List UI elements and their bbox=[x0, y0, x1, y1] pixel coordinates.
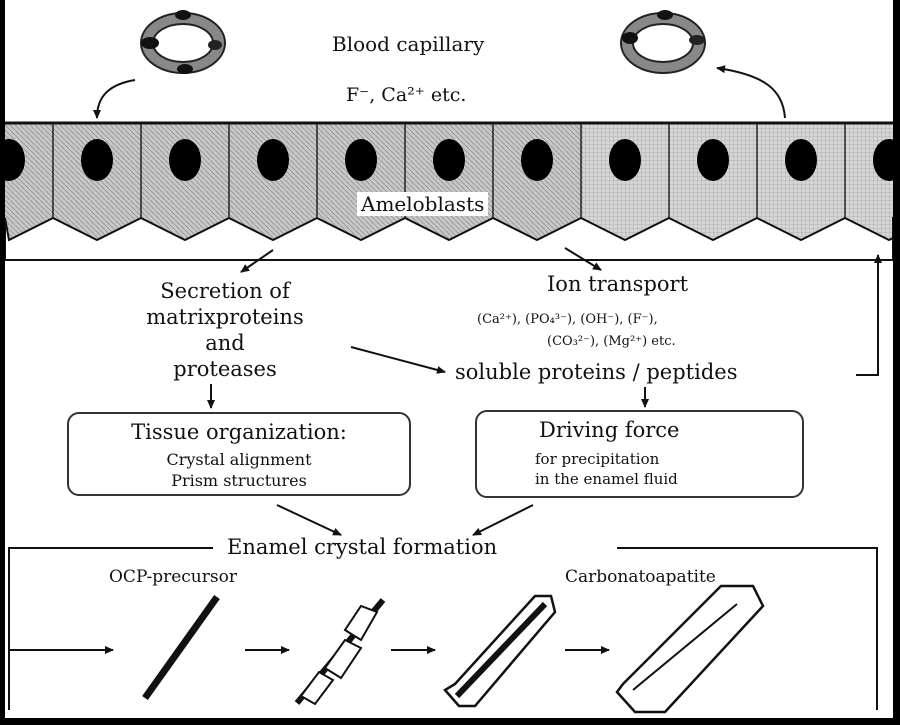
arrow-driving-to-enamel bbox=[472, 504, 534, 536]
tissue-organization-box: Tissue organization: Crystal alignment P… bbox=[67, 412, 411, 496]
cell-nucleus bbox=[5, 139, 25, 181]
arrow-to-ion-transport bbox=[564, 247, 602, 271]
driving-box-line-2: in the enamel fluid bbox=[535, 470, 678, 488]
arrow-capillary-to-cells bbox=[93, 79, 136, 119]
ameloblasts-label: Ameloblasts bbox=[357, 192, 489, 216]
secretion-line-3: and bbox=[205, 331, 245, 355]
secretion-line-1: Secretion of bbox=[160, 279, 290, 303]
ion-list-line-1: (Ca²⁺), (PO₄³⁻), (OH⁻), (F⁻), bbox=[477, 312, 658, 327]
cell-layer-edge bbox=[5, 216, 893, 261]
ion-list-line-2: (CO₃²⁻), (Mg²⁺) etc. bbox=[547, 334, 676, 349]
ameloblast-layer bbox=[5, 121, 893, 261]
cell-nucleus bbox=[81, 139, 113, 181]
capillary-left-icon bbox=[140, 10, 226, 74]
driving-force-box: Driving force for precipitation in the e… bbox=[475, 410, 804, 498]
cell-nucleus bbox=[609, 139, 641, 181]
cell-nucleus bbox=[433, 139, 465, 181]
arrow-to-secretion bbox=[240, 249, 274, 273]
ion-transport-title: Ion transport bbox=[547, 272, 689, 296]
top-ions-label: F⁻, Ca²⁺ etc. bbox=[346, 84, 467, 106]
driving-box-title: Driving force bbox=[539, 418, 680, 442]
cell-nucleus bbox=[785, 139, 817, 181]
diagram-graphics bbox=[5, 10, 893, 714]
cell-nucleus bbox=[873, 139, 893, 181]
soluble-proteins-label: soluble proteins / peptides bbox=[455, 360, 738, 384]
secretion-label: Secretion of matrixproteins and protease… bbox=[125, 278, 325, 382]
blood-capillary-label: Blood capillary bbox=[332, 32, 485, 56]
arrow-cells-to-capillary bbox=[716, 65, 786, 119]
tissue-box-line-1: Crystal alignment bbox=[166, 450, 312, 469]
cell-nucleus bbox=[345, 139, 377, 181]
cell-nucleus bbox=[697, 139, 729, 181]
cell-nucleus bbox=[257, 139, 289, 181]
arrow-soluble-to-cells bbox=[856, 254, 882, 376]
secretion-line-2: matrixproteins bbox=[146, 305, 304, 329]
enamel-crystal-formation-title: Enamel crystal formation bbox=[227, 535, 498, 559]
cell-nucleus bbox=[521, 139, 553, 181]
crystal-stage-4 bbox=[615, 584, 765, 714]
carbonatoapatite-label: Carbonatoapatite bbox=[565, 567, 716, 587]
capillary-right-icon bbox=[620, 10, 706, 74]
ocp-precursor-label: OCP-precursor bbox=[109, 567, 237, 587]
arrow-secretion-to-soluble bbox=[350, 346, 446, 374]
crystal-stage-1 bbox=[142, 594, 220, 701]
diagram-canvas: Blood capillary F⁻, Ca²⁺ etc. Ameloblast… bbox=[5, 0, 893, 718]
crystal-stage-3 bbox=[443, 594, 557, 708]
enamel-bracket-left bbox=[8, 547, 213, 710]
tissue-box-line-2: Prism structures bbox=[171, 471, 307, 490]
secretion-line-4: proteases bbox=[173, 357, 277, 381]
enamel-bracket-right bbox=[617, 547, 878, 710]
cell-nucleus bbox=[169, 139, 201, 181]
driving-box-line-1: for precipitation bbox=[535, 450, 660, 468]
arrow-tissue-to-enamel bbox=[276, 504, 342, 536]
tissue-box-title: Tissue organization: bbox=[131, 420, 347, 444]
crystal-stage-2 bbox=[294, 598, 386, 706]
